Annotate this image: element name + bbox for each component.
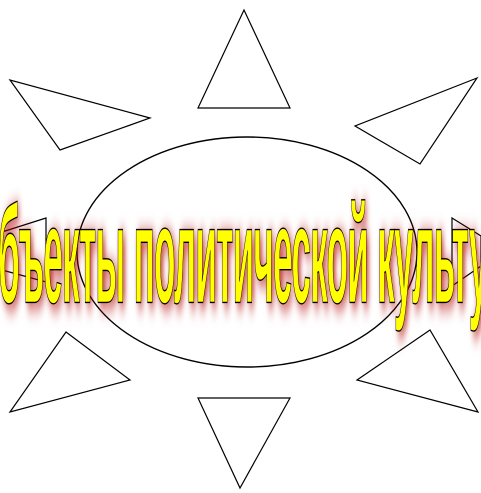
ray-bottom-right — [357, 330, 478, 412]
ray-bottom-left — [10, 332, 130, 412]
title: Субъекты политической культуры — [0, 179, 481, 333]
title-text: Субъекты политической культуры — [0, 179, 481, 333]
ray-top-right — [355, 78, 477, 164]
ray-top-left — [10, 80, 150, 150]
ray-top — [198, 10, 290, 108]
ray-bottom — [198, 398, 290, 488]
